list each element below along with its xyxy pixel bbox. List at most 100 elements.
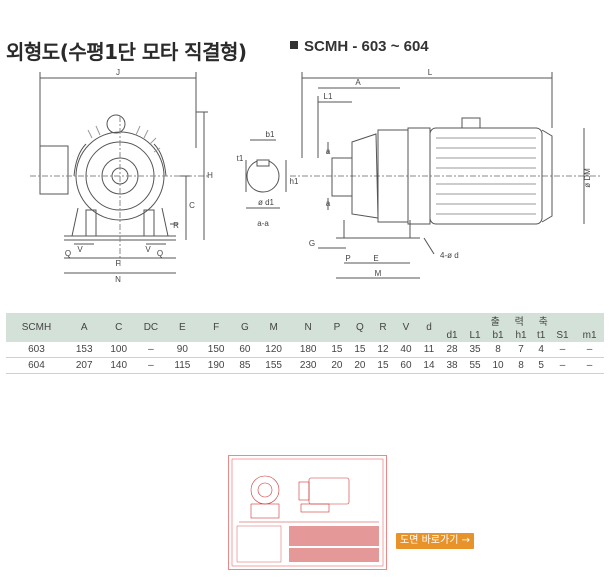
table-cell: 190 xyxy=(198,357,234,374)
col-header: SCMH xyxy=(6,313,67,342)
table-cell: – xyxy=(549,342,576,358)
table-cell: 120 xyxy=(256,342,291,358)
col-header: t1 xyxy=(532,328,550,342)
drawing-thumbnail-image xyxy=(231,458,384,567)
view-drawing-button[interactable]: 도면 바로가기 → xyxy=(396,533,474,549)
label-t1: t1 xyxy=(237,154,244,163)
label-c: C xyxy=(189,201,195,210)
col-header: d xyxy=(417,313,441,342)
table-cell: 5 xyxy=(532,357,550,374)
label-bolt: 4-ø d xyxy=(440,251,459,260)
table-cell: 4 xyxy=(532,342,550,358)
table-cell: 85 xyxy=(233,357,257,374)
col-header: A xyxy=(66,313,102,342)
label-q-left: Q xyxy=(65,249,71,258)
table-cell: – xyxy=(575,342,604,358)
col-header: R xyxy=(371,313,395,342)
label-n: N xyxy=(115,275,121,284)
col-header: S1 xyxy=(549,328,576,342)
label-l1: L1 xyxy=(324,92,333,101)
drawing-thumbnail[interactable] xyxy=(228,455,387,570)
table-cell: 28 xyxy=(440,342,464,358)
label-phi-d1: ø d1 xyxy=(258,198,275,207)
table-cell: 15 xyxy=(371,357,395,374)
table-cell: 100 xyxy=(101,342,136,358)
label-v-left: V xyxy=(77,245,83,254)
bullet-square-icon xyxy=(290,41,298,50)
table-cell: 35 xyxy=(463,342,487,358)
table-cell: 14 xyxy=(417,357,441,374)
table-cell: – xyxy=(135,357,166,374)
label-g: G xyxy=(309,239,315,248)
table-cell: 15 xyxy=(348,342,372,358)
label-f: F xyxy=(116,259,121,268)
table-cell: 20 xyxy=(325,357,349,374)
table-cell: 55 xyxy=(463,357,487,374)
table-cell: 150 xyxy=(198,342,234,358)
col-header: P xyxy=(325,313,349,342)
output-shaft-side xyxy=(331,157,353,197)
motor-body xyxy=(429,127,543,225)
terminal-box xyxy=(39,145,69,195)
table-cell: 115 xyxy=(165,357,199,374)
col-header: b1 xyxy=(486,328,510,342)
label-l: L xyxy=(428,68,433,77)
outline-drawing: J L A L1 b1 t1 h1 ø d1 a-a H C R G P E M… xyxy=(30,68,600,284)
label-section: a-a xyxy=(257,219,269,228)
label-a-bottom: a xyxy=(326,199,331,208)
label-a-top: a xyxy=(326,147,331,156)
lifting-eye xyxy=(106,114,126,134)
model-range-text: SCMH - 603 ~ 604 xyxy=(304,38,429,55)
col-header: m1 xyxy=(575,328,604,342)
col-header: V xyxy=(394,313,418,342)
table-cell: 40 xyxy=(394,342,418,358)
table-cell: 90 xyxy=(165,342,199,358)
table-cell: 8 xyxy=(509,357,533,374)
output-shaft-header: 출 력 축 xyxy=(440,313,604,328)
label-phi-dm: ø DM xyxy=(583,168,592,188)
label-m: M xyxy=(375,269,382,278)
col-header: Q xyxy=(348,313,372,342)
table-cell: 8 xyxy=(486,342,510,358)
col-header: E xyxy=(165,313,199,342)
col-header: G xyxy=(233,313,257,342)
label-h1: h1 xyxy=(290,177,299,186)
col-header: h1 xyxy=(509,328,533,342)
table-cell: 10 xyxy=(486,357,510,374)
table-cell: 153 xyxy=(66,342,102,358)
label-h: H xyxy=(207,171,213,180)
table-cell: 15 xyxy=(325,342,349,358)
label-a: A xyxy=(355,78,361,87)
label-r: R xyxy=(173,221,179,230)
table-cell: 207 xyxy=(66,357,102,374)
label-j: J xyxy=(116,68,120,77)
label-e: E xyxy=(373,254,378,263)
col-header: DC xyxy=(135,313,166,342)
col-header: M xyxy=(256,313,291,342)
table-cell: 38 xyxy=(440,357,464,374)
col-header: d1 xyxy=(440,328,464,342)
col-header: N xyxy=(290,313,326,342)
table-cell: 12 xyxy=(371,342,395,358)
table-cell: 230 xyxy=(290,357,326,374)
label-p: P xyxy=(345,254,350,263)
table-cell: 180 xyxy=(290,342,326,358)
label-q-right: Q xyxy=(157,249,163,258)
label-v-right: V xyxy=(145,245,151,254)
table-cell: – xyxy=(575,357,604,374)
table-cell: 603 xyxy=(6,342,67,358)
spec-table: SCMH A C DC E F G M N P Q R V d 출 력 축 d1… xyxy=(6,313,604,374)
page-title: 외형도(수평1단 모타 직결형) xyxy=(6,40,247,64)
col-header: L1 xyxy=(463,328,487,342)
table-cell: 60 xyxy=(394,357,418,374)
table-cell: 155 xyxy=(256,357,291,374)
table-cell: 11 xyxy=(417,342,441,358)
table-cell: 7 xyxy=(509,342,533,358)
table-cell: 60 xyxy=(233,342,257,358)
col-header: F xyxy=(198,313,234,342)
table-cell: 140 xyxy=(101,357,136,374)
table-cell: – xyxy=(135,342,166,358)
